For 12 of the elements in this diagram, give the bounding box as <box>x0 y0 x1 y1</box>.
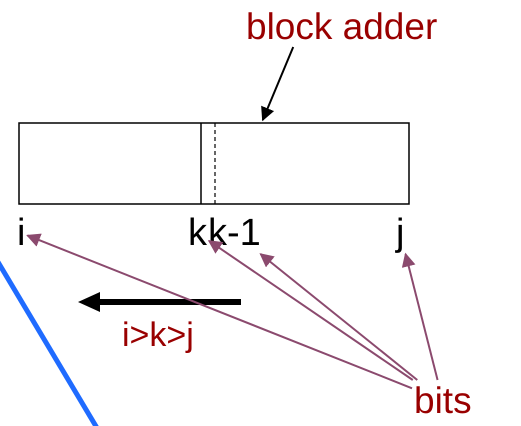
leader-line <box>26 234 412 390</box>
leader-line <box>208 240 414 381</box>
leader-line <box>402 252 439 380</box>
text-label: j <box>396 212 404 254</box>
leader-line <box>259 253 418 381</box>
text-label: k <box>188 212 207 254</box>
leader-line <box>261 46 294 122</box>
text-label: k-1 <box>208 212 261 254</box>
text-label: block adder <box>246 6 438 47</box>
direction-label: i>k>j <box>122 318 194 352</box>
text-label: i <box>17 212 26 254</box>
text-label: bits <box>414 380 472 421</box>
